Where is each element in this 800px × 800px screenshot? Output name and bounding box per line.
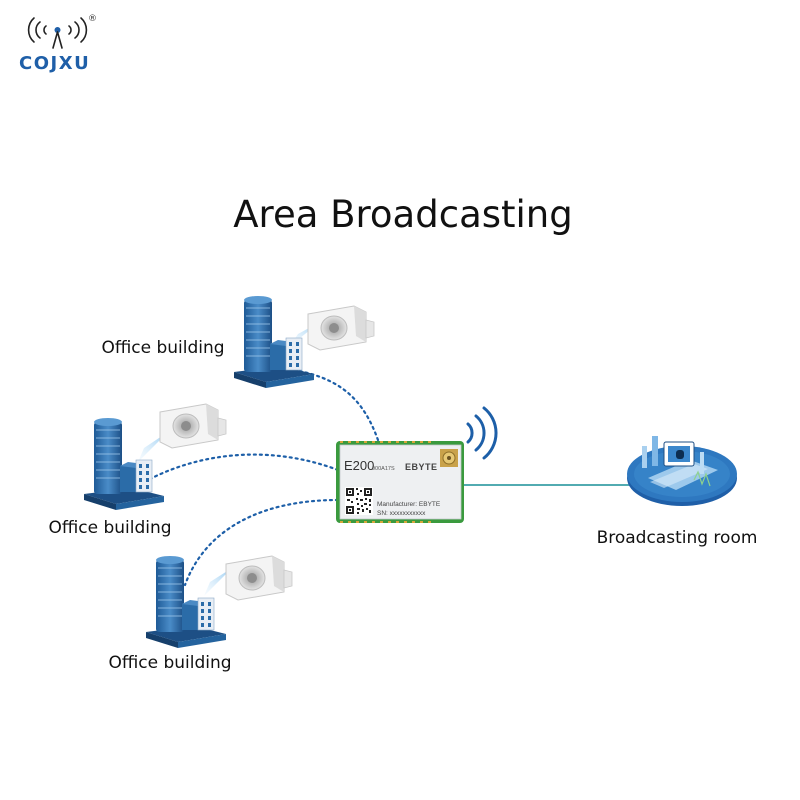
office-building-mid: Office building	[48, 403, 227, 538]
module-brand: EBYTE	[405, 462, 438, 472]
broadcasting-room-label: Broadcasting room	[597, 528, 758, 548]
broadcast-desk-icon	[642, 436, 718, 490]
building-icon	[83, 417, 165, 511]
link-office-mid	[146, 453, 340, 482]
antenna-icon	[27, 17, 88, 49]
logo-text: COJXU	[19, 53, 90, 74]
office-building-bottom: Office building	[108, 555, 293, 673]
office-building-top: Office building	[101, 295, 375, 389]
registered-mark: ®	[88, 14, 97, 24]
broadcasting-room: Broadcasting room	[597, 436, 758, 548]
building-icon	[233, 295, 315, 389]
speaker-icon	[159, 403, 227, 449]
qr-code-icon	[345, 487, 373, 515]
office-mid-label: Office building	[48, 518, 171, 538]
module-serial: SN: xxxxxxxxxxx	[377, 510, 426, 517]
brand-logo: ® COJXU	[19, 14, 97, 74]
lora-module: E200 900A17S EBYTE Manufacturer: EBYTE S…	[336, 406, 498, 523]
module-manufacturer: Manufacturer: EBYTE	[377, 501, 441, 508]
building-icon	[145, 555, 227, 649]
office-top-label: Office building	[101, 338, 224, 358]
speaker-icon	[225, 555, 293, 601]
module-model: E200	[344, 458, 374, 473]
speaker-icon	[307, 305, 375, 351]
signal-beam-icon	[204, 568, 232, 596]
antenna-connector-icon	[440, 449, 458, 467]
wireless-signal-icon	[466, 406, 498, 460]
office-bottom-label: Office building	[108, 653, 231, 673]
diagram-title: Area Broadcasting	[233, 193, 573, 236]
link-office-bottom	[183, 498, 340, 587]
module-part: 900A17S	[372, 466, 395, 472]
